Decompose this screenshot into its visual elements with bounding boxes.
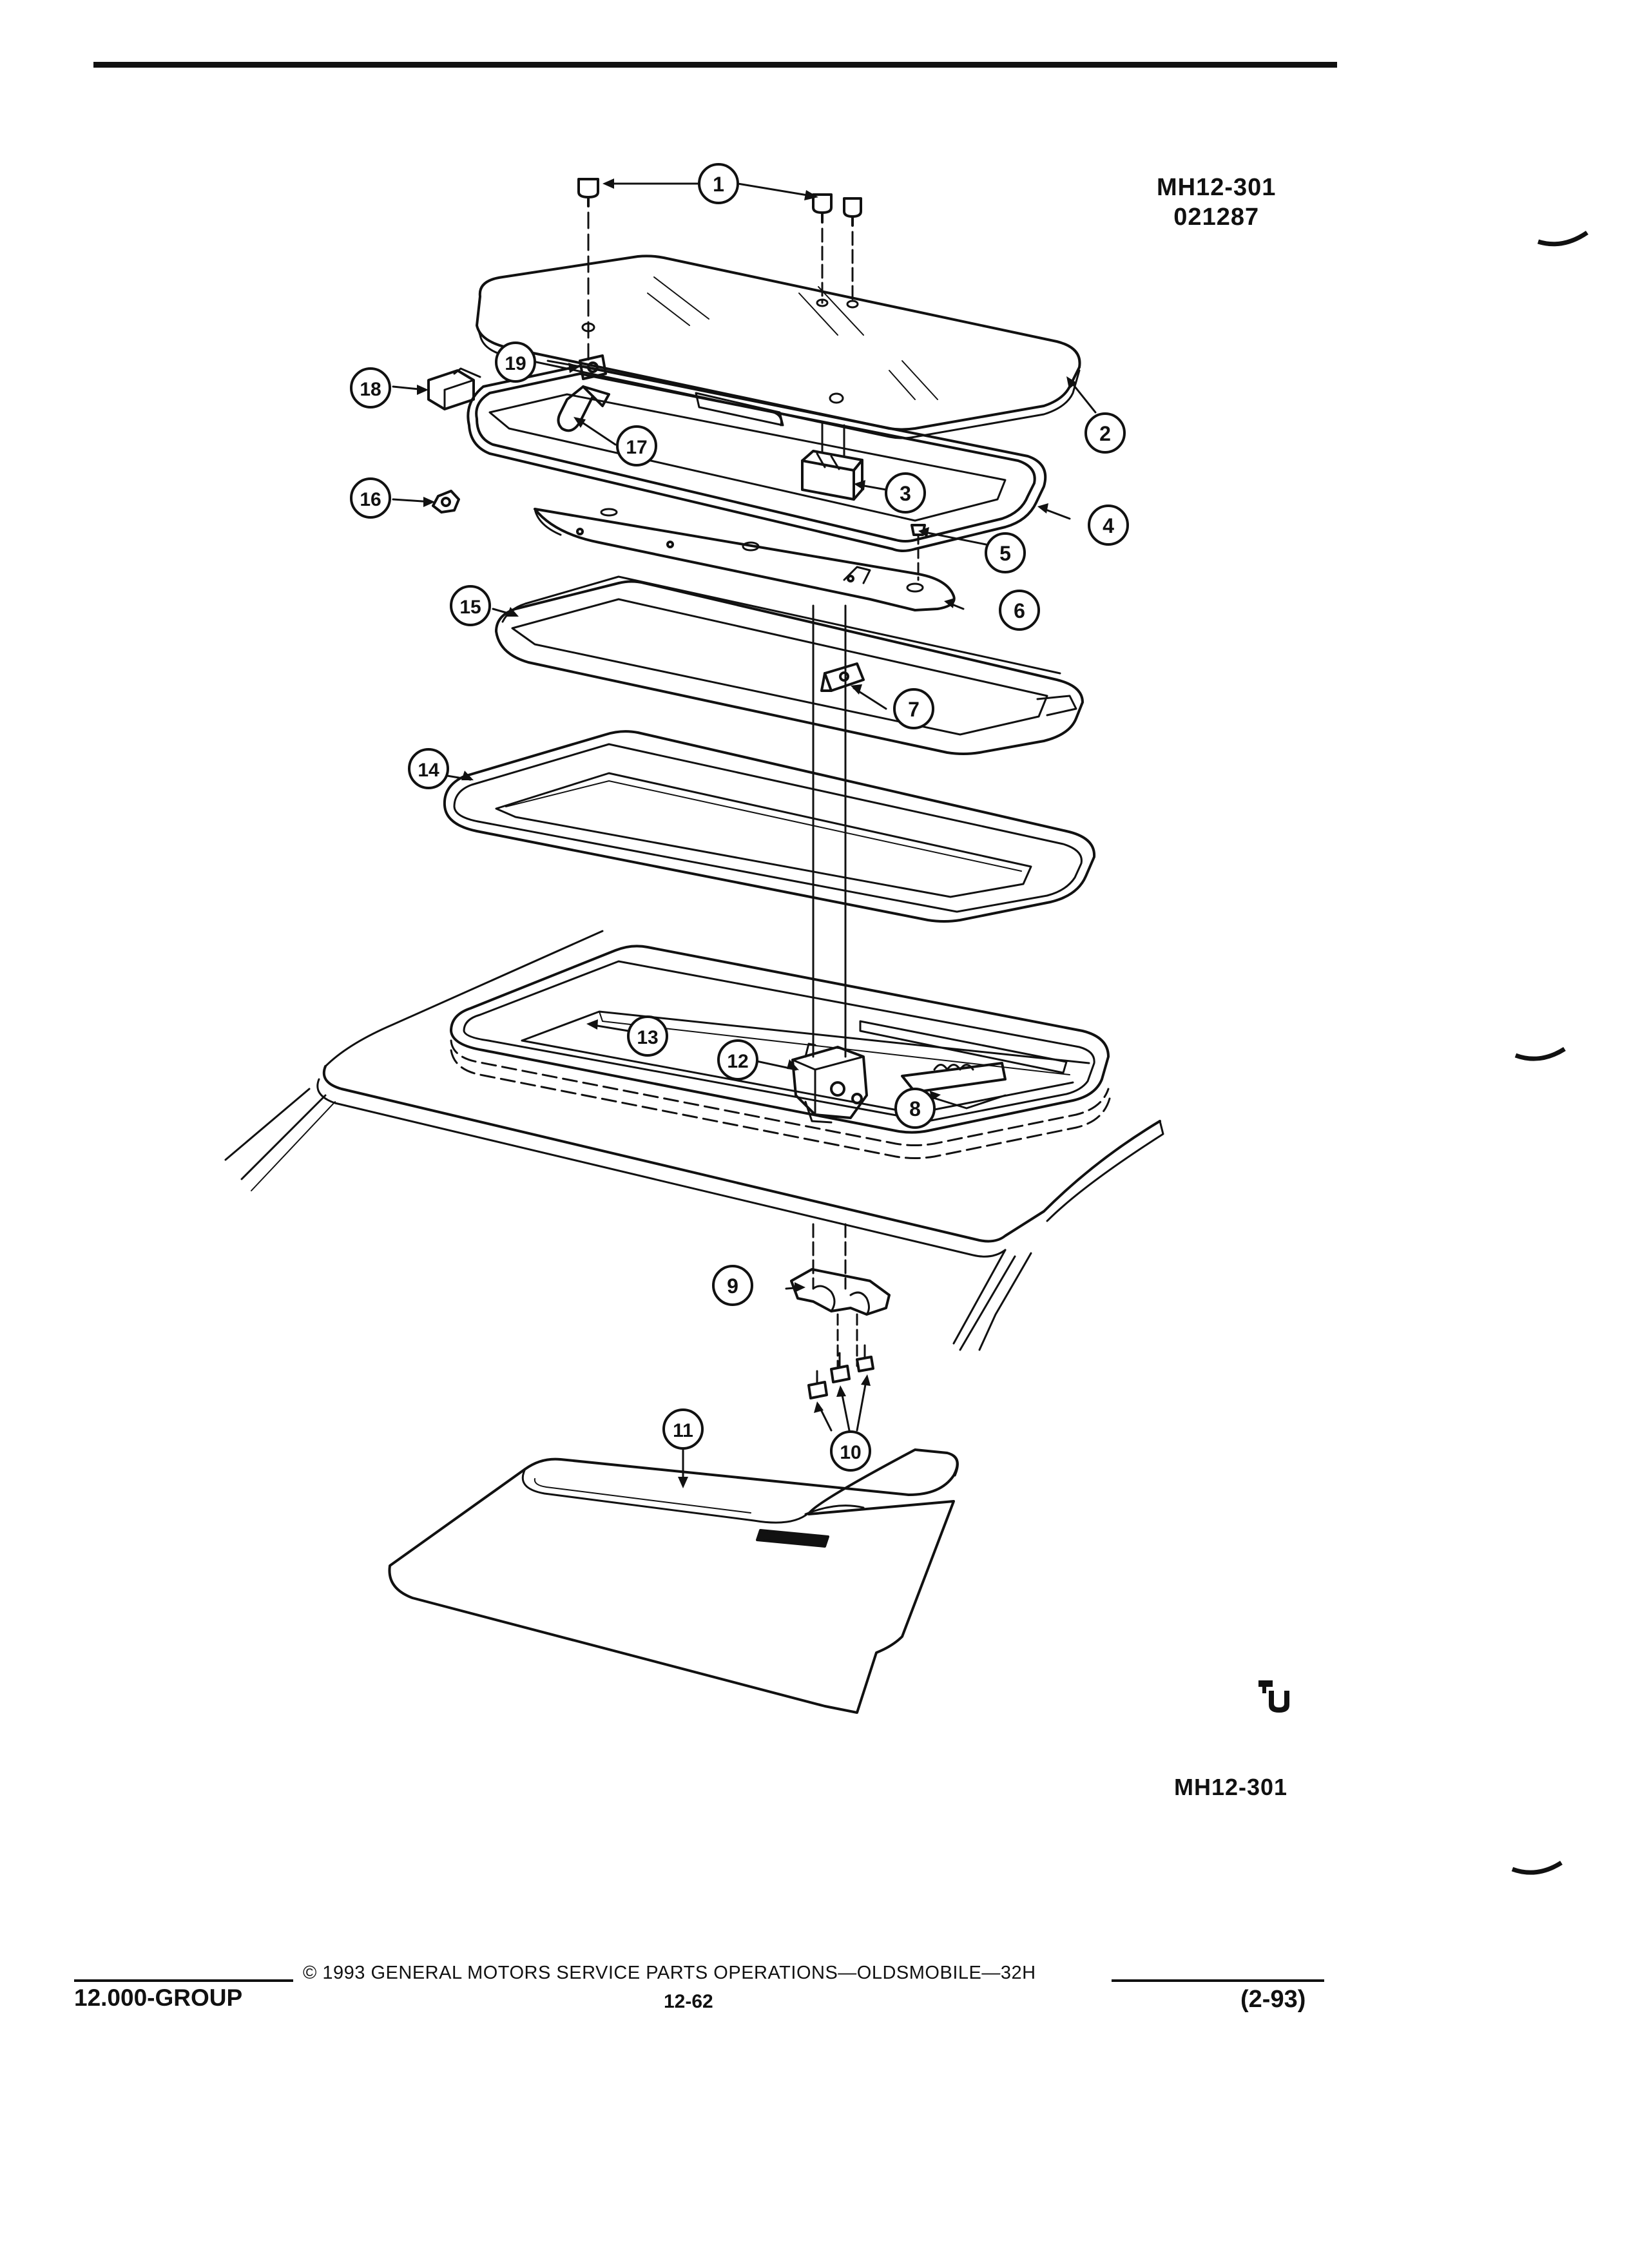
- footer-group-label: 12.000-GROUP: [74, 1984, 243, 2011]
- part-6-panel: [534, 508, 956, 611]
- ref-date: 021287: [1173, 204, 1260, 231]
- callout-3: 3: [885, 472, 926, 514]
- callout-17-label: 17: [626, 437, 647, 458]
- callout-3-label: 3: [900, 482, 911, 505]
- callout-2: 2: [1084, 412, 1126, 454]
- footer-copyright: © 1993 GENERAL MOTORS SERVICE PARTS OPER…: [303, 1963, 1036, 1983]
- part-12-drive-mechanism: [791, 1043, 868, 1124]
- callout-11-label: 11: [673, 1420, 693, 1441]
- callout-15: 15: [450, 585, 491, 626]
- callout-9-label: 9: [727, 1274, 738, 1298]
- callout-14: 14: [408, 748, 449, 789]
- part-14-gasket: [443, 730, 1096, 923]
- callout-markers: 1 2 3 4 5 6 7 8 9 10 11 12 13 14 15 16 1…: [350, 163, 1129, 1472]
- callout-19-label: 19: [505, 353, 526, 374]
- callout-17: 17: [616, 425, 657, 466]
- gm-logo-icon: [1258, 1680, 1289, 1713]
- footer-rule-right: [1112, 1979, 1324, 1982]
- top-rule: [93, 62, 1337, 68]
- callout-4-label: 4: [1103, 514, 1114, 537]
- callout-7: 7: [893, 688, 934, 729]
- sunroof-exploded-diagram: 1 2 3 4 5 6 7 8 9 10 11 12 13 14 15 16 1…: [224, 163, 1164, 1714]
- callout-6-label: 6: [1014, 599, 1025, 622]
- footer-date-code: (2-93): [1240, 1986, 1306, 2013]
- part-11-storage-bag: [388, 1448, 959, 1714]
- callout-16: 16: [350, 477, 391, 519]
- part-5-screw: [911, 524, 926, 581]
- callout-18: 18: [350, 367, 391, 408]
- callout-10: 10: [830, 1430, 871, 1472]
- part-3-bracket: [801, 421, 863, 501]
- part-13-roof-opening: [450, 945, 1111, 1159]
- part-18-connector: [427, 367, 481, 410]
- part-9-bracket: [790, 1268, 891, 1316]
- callout-8-label: 8: [909, 1097, 921, 1120]
- callout-12-label: 12: [727, 1051, 748, 1072]
- callout-15-label: 15: [459, 597, 481, 618]
- callout-5: 5: [985, 532, 1026, 573]
- figure-reference: MH12-301: [1174, 1774, 1288, 1800]
- callout-1: 1: [698, 163, 739, 204]
- callout-1-label: 1: [713, 173, 724, 196]
- binder-mark-icon: [1537, 231, 1588, 247]
- callout-8: 8: [894, 1088, 936, 1129]
- binder-mark-icon: [1514, 1047, 1566, 1061]
- callout-19: 19: [495, 341, 536, 383]
- callout-5-label: 5: [999, 542, 1011, 565]
- part-1-bolts: [577, 178, 862, 362]
- vehicle-roof: [224, 930, 1164, 1351]
- callout-12: 12: [717, 1039, 758, 1081]
- part-4-seal-frame: [467, 365, 1047, 552]
- callout-10-label: 10: [840, 1442, 861, 1463]
- callout-14-label: 14: [418, 760, 439, 781]
- binder-mark-icon: [1511, 1861, 1563, 1875]
- part-19-clip: [579, 354, 607, 380]
- part-2-glass-panel: [476, 255, 1081, 439]
- part-16-nut: [432, 490, 460, 514]
- callout-13: 13: [627, 1015, 668, 1057]
- callout-13-label: 13: [637, 1027, 658, 1048]
- callout-18-label: 18: [360, 379, 381, 400]
- ref-code: MH12-301: [1157, 174, 1277, 201]
- part-10-screws: [807, 1344, 874, 1399]
- alignment-lines: [812, 604, 858, 1367]
- callout-6: 6: [999, 590, 1040, 631]
- callout-16-label: 16: [360, 489, 381, 510]
- callout-4: 4: [1088, 505, 1129, 546]
- footer-page-number: 12-62: [664, 1991, 713, 2012]
- callout-7-label: 7: [908, 698, 920, 721]
- callout-2-label: 2: [1099, 422, 1111, 445]
- callout-9: 9: [712, 1265, 753, 1306]
- arrowheads: [417, 178, 1077, 1488]
- part-15-inner-frame: [495, 575, 1084, 755]
- footer-rule-left: [74, 1979, 293, 1982]
- figure-reference-header: MH12-301 021287: [1157, 173, 1276, 232]
- callout-11: 11: [662, 1408, 704, 1450]
